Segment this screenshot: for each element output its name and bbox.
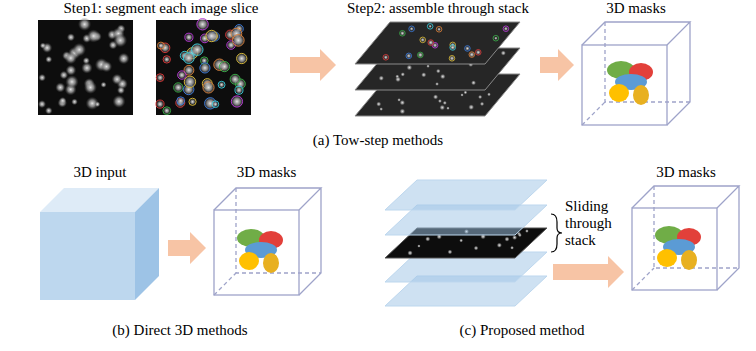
cell-masks (237, 229, 283, 273)
segmented-slice (156, 20, 251, 115)
figure-node: 3D masks (578, 0, 694, 128)
block-arrow (553, 256, 624, 288)
block-arrow (540, 49, 574, 81)
node-heading: 3D masks (606, 0, 666, 17)
figure-node: Step2: assemble through stack (340, 0, 536, 122)
node-heading: 3D input (74, 164, 127, 181)
block-arrow (168, 232, 206, 264)
sliding-stack (385, 180, 547, 306)
panel-caption: (b) Direct 3D methods (112, 322, 247, 339)
node-heading: Sliding through stack (565, 198, 621, 249)
cell-outlines (156, 18, 248, 115)
block-arrow (290, 49, 336, 81)
figure-node: Sliding through stack (383, 176, 549, 310)
figure-node: Step1: segment each image slice (36, 0, 286, 118)
cell-masks (655, 226, 701, 270)
slice-stack (355, 22, 520, 116)
figure-node: 3D input (36, 164, 164, 302)
mask-cube (582, 22, 690, 125)
panel-caption: (a) Tow-step methods (313, 132, 443, 149)
cell-masks (607, 61, 653, 105)
input-cube (40, 188, 159, 300)
image-slice (38, 20, 133, 115)
bracket (551, 214, 562, 252)
mask-cube (214, 188, 321, 295)
panel-caption: (c) Proposed method (460, 322, 585, 339)
node-heading: 3D masks (237, 164, 297, 181)
mask-cube (632, 186, 739, 290)
figure-node: 3D masks (628, 164, 744, 294)
cell-dots (38, 18, 130, 115)
node-heading: Step1: segment each image slice (64, 0, 259, 17)
node-heading: 3D masks (656, 164, 716, 181)
figure-node: 3D masks (210, 164, 323, 298)
node-heading: Step2: assemble through stack (347, 0, 529, 17)
